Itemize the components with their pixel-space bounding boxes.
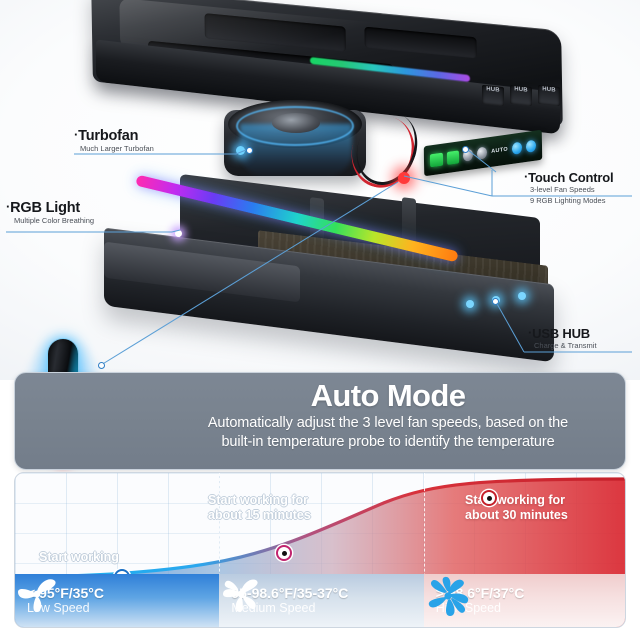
chart-divider-2 (423, 473, 425, 627)
fan-7-blade-icon (428, 576, 468, 616)
auto-mode-text-block: Auto Mode Automatically adjust the 3 lev… (165, 378, 611, 451)
turbofan-led (236, 146, 245, 155)
callout-title-text: USB HUB (532, 326, 590, 341)
chart-annotation-start-working: Start working (39, 550, 119, 564)
callout-title-text: Touch Control (528, 170, 614, 185)
red-led-indicator (398, 172, 410, 184)
chart-annotation-15-minutes: Start working for about 15 minutes (208, 493, 311, 522)
callout-touch-subtitle-1: 3-level Fan Speeds (530, 185, 595, 194)
chart-node-medium (278, 547, 290, 559)
callout-turbofan-title: ·Turbofan (74, 127, 236, 144)
turbofan-hub (272, 113, 320, 133)
product-photo-area: HUB HUB HUB AUTO (0, 0, 640, 380)
power-button-icon (525, 139, 537, 153)
callout-touch-subtitle-2: 9 RGB Lighting Modes (530, 195, 606, 205)
leader-dot-usb (492, 298, 499, 305)
lid-vent-slot (204, 13, 346, 53)
callout-usb-subtitle: Charge & Transmit (534, 341, 597, 350)
callout-title-text: RGB Light (10, 200, 81, 216)
hub-port-1: HUB (482, 84, 504, 107)
rgb-button-icon (511, 141, 523, 155)
callout-turbofan-subtitle: Much Larger Turbofan (80, 144, 154, 153)
auto-mode-description-line1: Automatically adjust the 3 level fan spe… (207, 415, 569, 432)
speed-band-row: < 95°F/35°C Low Speed 95-98.6 (15, 574, 625, 627)
bullet-glyph: · (524, 169, 529, 184)
node-center (486, 495, 492, 501)
hub-port-label: HUB (542, 86, 556, 94)
lid-vent-slot (364, 26, 478, 59)
auto-button-label: AUTO (491, 146, 508, 155)
chart-divider-1 (219, 473, 221, 627)
hub-port-3: HUB (538, 84, 560, 107)
callout-usb-title: ·USB HUB (528, 325, 638, 341)
callout-touch-control: ·Touch Control 3-level Fan Speeds 9 RGB … (524, 169, 640, 207)
callout-rgb-light: ·RGB Light Multiple Color Breathing (6, 199, 172, 227)
callout-title-text: Turbofan (78, 128, 139, 144)
speed-band-low-speed: Low Speed (27, 601, 90, 616)
bullet-glyph: · (528, 325, 533, 340)
speed-band-high: > 98.6°F/37°C High Speed (423, 574, 625, 627)
bullet-glyph: · (6, 199, 11, 214)
hub-port-label: HUB (514, 86, 528, 94)
fan-3-blade-icon (18, 579, 56, 613)
speed-band-medium: 95-98.6°F/35-37°C Medium Speed (219, 574, 424, 627)
hub-port-2: HUB (510, 84, 532, 107)
leader-dot-turbofan (246, 147, 253, 154)
callout-rgb-title: ·RGB Light (6, 199, 172, 216)
speed-band-medium-range: 95-98.6°F/35-37°C (231, 585, 349, 602)
callout-rgb-subtitle: Multiple Color Breathing (14, 216, 95, 225)
chart-annotation-30-minutes: Start working for about 30 minutes (465, 493, 568, 522)
auto-mode-title: Auto Mode (310, 378, 466, 413)
fan-5-blade-icon (223, 579, 258, 613)
bullet-glyph: · (74, 127, 79, 142)
callout-turbofan: ·Turbofan Much Larger Turbofan (74, 127, 236, 155)
hub-port-label: HUB (486, 86, 500, 94)
leader-dot-touch (462, 146, 469, 153)
fan-button-icon (477, 146, 488, 160)
gamepad-pad-icon (446, 149, 460, 165)
callout-usb-hub: ·USB HUB Charge & Transmit (528, 325, 638, 352)
speed-band-low: < 95°F/35°C Low Speed (15, 574, 220, 627)
usb-led (518, 292, 526, 300)
leader-touch-control (403, 175, 493, 197)
turbofan-ring (236, 106, 354, 146)
callout-touch-title: ·Touch Control (524, 169, 640, 185)
rgb-light-highlight (175, 230, 182, 237)
usb-led (466, 300, 474, 308)
chart-node-high (483, 492, 495, 504)
node-center (281, 550, 287, 556)
auto-mode-description-line2: built-in temperature probe to identify t… (221, 434, 555, 451)
gamepad-pad-icon (429, 152, 443, 167)
temperature-speed-chart: Start working Start working for about 15… (14, 472, 626, 628)
auto-mode-panel: Auto Mode Automatically adjust the 3 lev… (14, 372, 626, 470)
